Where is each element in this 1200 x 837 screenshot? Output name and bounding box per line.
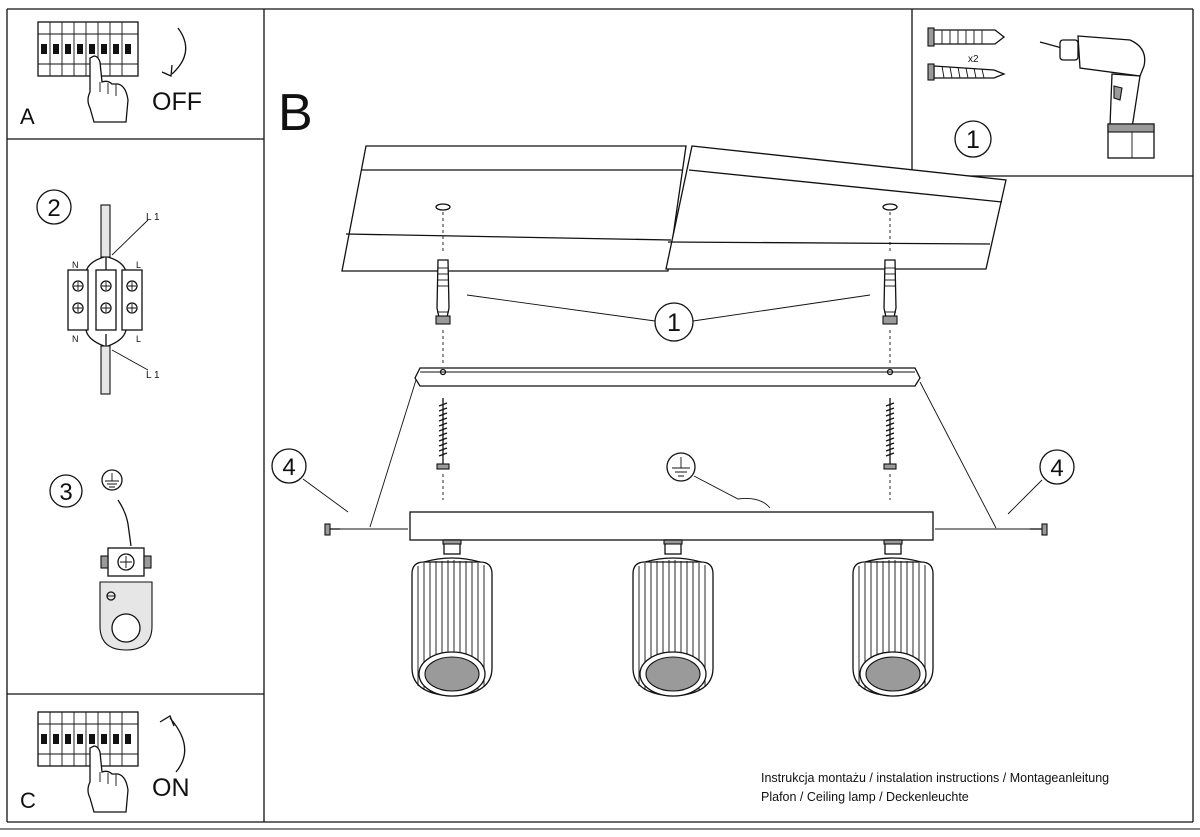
step-2-wiring: 2 L 1 L 1 N N L L: [36, 189, 160, 395]
wire-label-n-bottom: N: [72, 334, 79, 344]
cable-bottom: [100, 345, 111, 395]
wire-label-l1-bottom: L 1: [146, 370, 160, 381]
step-4-number-right: 4: [1050, 455, 1063, 482]
ceiling: [341, 145, 1007, 272]
step-2-number: 2: [47, 195, 60, 222]
panel-b-main-assembly: B 1: [271, 84, 1075, 697]
earth-wire: [117, 499, 132, 547]
step-1-badge: [954, 120, 992, 158]
panel-c-letter: C: [20, 788, 36, 813]
panel-frames: [0, 8, 1200, 830]
step-3-badge: [49, 474, 83, 508]
wire-label-l1-top: L 1: [146, 212, 160, 223]
panel-c-power-on: C ON: [20, 711, 190, 813]
screw-right: [883, 397, 897, 470]
wall-plug-right: [882, 259, 898, 325]
arrow-up-icon: [169, 717, 186, 773]
on-label: ON: [152, 774, 190, 802]
earth-icon: [666, 452, 696, 482]
step-1-callout-number: 1: [667, 309, 681, 337]
side-screw-right: [1030, 523, 1048, 536]
panel-b-letter: B: [278, 84, 313, 142]
wall-plug-icon: [927, 27, 1006, 47]
lamp-head-center: [632, 539, 714, 697]
lamp-head-left: [411, 539, 493, 697]
footer-product-line: Plafon / Ceiling lamp / Deckenleuchte: [761, 790, 969, 804]
off-label: OFF: [152, 88, 202, 116]
panel-a-letter: A: [20, 104, 35, 129]
drill-icon: [1039, 35, 1155, 159]
panel-a-power-off: A OFF: [20, 21, 202, 129]
circuit-breaker-icon: [37, 21, 139, 123]
wire-label-l-top: L: [136, 260, 141, 270]
screw-left: [436, 397, 450, 470]
step-3-earth-connection: 3: [49, 469, 153, 651]
mounting-bracket: [414, 367, 921, 387]
earth-icon: [101, 469, 123, 491]
step-1-badge: [654, 302, 694, 342]
tools-panel: x2 1: [927, 27, 1155, 159]
wire-label-n-top: N: [72, 260, 79, 270]
cable-top: [100, 204, 111, 258]
lamp-head-right: [852, 539, 934, 697]
wall-plug-left: [435, 259, 451, 325]
step-3-number: 3: [59, 479, 72, 506]
lamp-canopy-bar: [409, 511, 934, 541]
terminal-block: [67, 269, 143, 331]
side-screw-left: [324, 523, 340, 536]
step-2-badge: [36, 189, 72, 225]
arrow-down-icon: [171, 27, 187, 75]
step-4-badge-right: [1039, 449, 1075, 485]
step-4-number-left: 4: [282, 454, 295, 481]
screw-icon: [927, 63, 1006, 81]
step-1-number: 1: [966, 126, 980, 154]
anchor-quantity: x2: [968, 54, 979, 65]
step-4-badge-left: [271, 448, 307, 484]
footer-instructions-line: Instrukcja montażu / instalation instruc…: [761, 771, 1109, 785]
circuit-breaker-icon: [37, 711, 139, 813]
wire-label-l-bottom: L: [136, 334, 141, 344]
